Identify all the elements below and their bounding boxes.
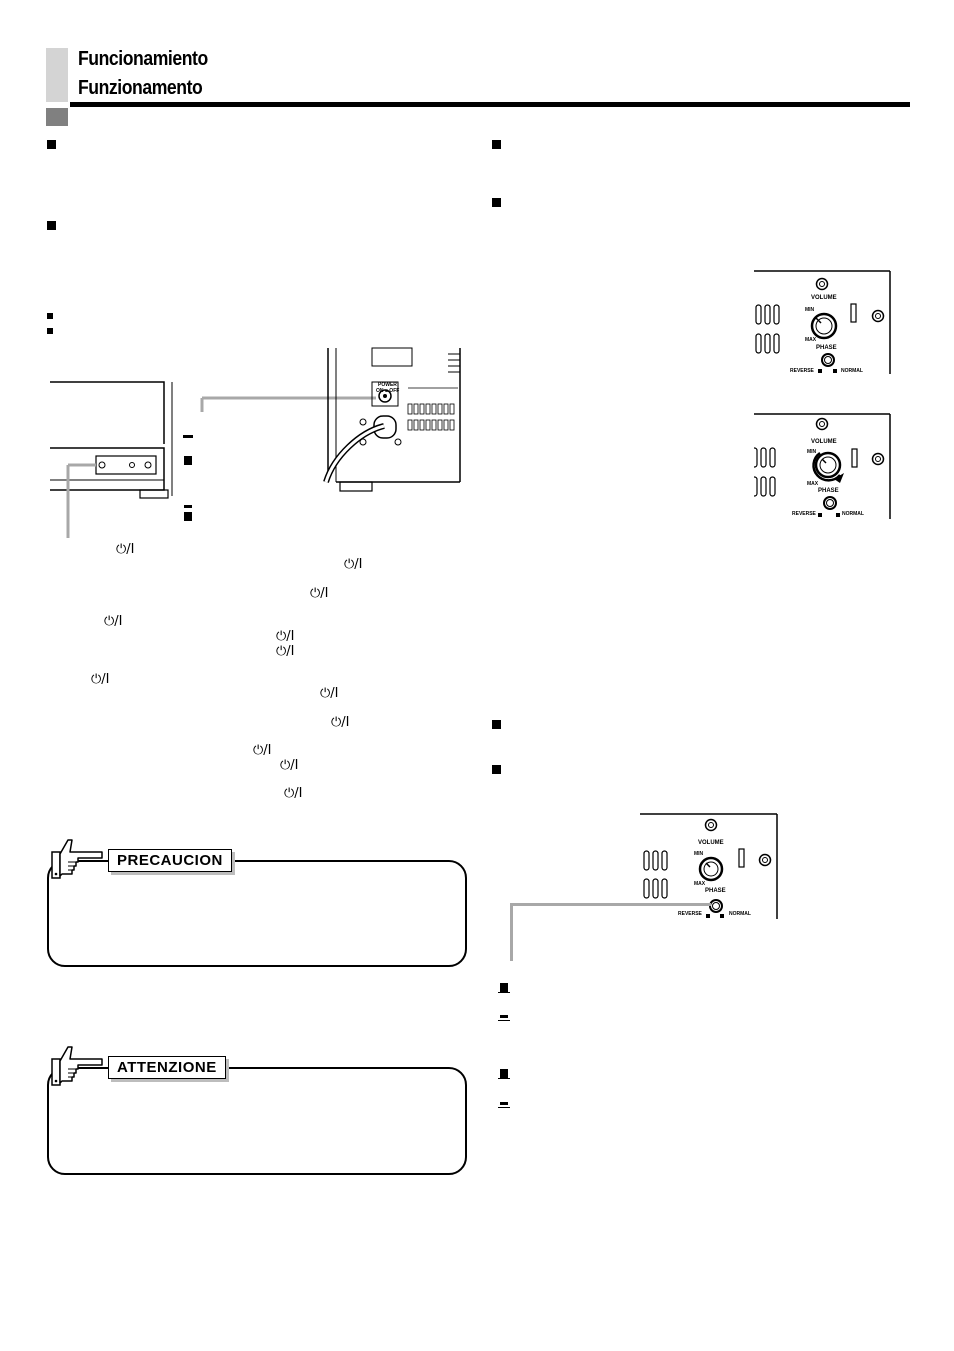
section-bullet (47, 313, 53, 319)
page-title-es: Funcionamiento (78, 48, 208, 70)
volume-panel-min: VOLUME MIN MAX PHASE REVERSE NORMAL (754, 270, 892, 376)
step-marker (498, 1078, 510, 1079)
step-marker (498, 1020, 510, 1021)
callout-line (511, 903, 711, 906)
pointing-hand-icon (51, 1046, 103, 1086)
step-marker (500, 1015, 508, 1018)
power-standby-icon: ⏻/I (320, 686, 339, 701)
phase-label: PHASE (816, 345, 837, 351)
step-marker (183, 435, 193, 438)
section-bullet (492, 140, 501, 149)
reverse-label: REVERSE (790, 368, 814, 374)
rear-power-label: POWER (378, 382, 397, 388)
max-label: MAX (807, 481, 819, 487)
volume-panel-turned: VOLUME MIN MAX PHASE REVERSE NORMAL (754, 413, 892, 521)
header-block-dark (46, 108, 68, 126)
step-marker (184, 456, 192, 465)
section-bullet (492, 765, 501, 774)
step-marker (184, 505, 192, 508)
normal-label: NORMAL (842, 511, 864, 517)
callout-line (510, 903, 513, 961)
attention-note-box (47, 1067, 467, 1175)
min-label: MIN (807, 449, 817, 455)
phase-panel: VOLUME MIN MAX PHASE REVERSE NORMAL (640, 813, 780, 923)
power-standby-icon: ⏻/I (91, 672, 110, 687)
section-bullet (492, 198, 501, 207)
step-marker (500, 1102, 508, 1105)
power-standby-icon: ⏻/I (310, 586, 329, 601)
header-rule (70, 102, 910, 107)
min-label: MIN (694, 851, 704, 857)
header-block-light (46, 48, 68, 102)
volume-label: VOLUME (811, 439, 837, 445)
phase-label: PHASE (818, 488, 839, 494)
power-standby-icon: ⏻/I (280, 758, 299, 773)
volume-label: VOLUME (811, 295, 837, 301)
section-bullet (47, 140, 56, 149)
power-standby-icon: ⏻/I (116, 542, 135, 557)
rear-on-off-label: ON ■ OFF (376, 388, 400, 394)
step-marker (498, 1107, 510, 1108)
power-standby-icon: ⏻/I (344, 557, 363, 572)
volume-label: VOLUME (698, 840, 724, 846)
normal-label: NORMAL (729, 911, 751, 917)
power-standby-icon: ⏻/I (253, 743, 272, 758)
reverse-label: REVERSE (792, 511, 816, 517)
step-marker (500, 1069, 508, 1078)
max-label: MAX (694, 881, 706, 887)
reverse-label: REVERSE (678, 911, 702, 917)
power-standby-icon: ⏻/I (104, 614, 123, 629)
max-label: MAX (805, 337, 817, 343)
rear-panel-illustration (200, 347, 461, 492)
normal-label: NORMAL (841, 368, 863, 374)
step-marker (498, 992, 510, 993)
front-panel-illustration (50, 381, 173, 538)
power-standby-icon: ⏻/I (276, 644, 295, 659)
min-label: MIN (805, 307, 815, 313)
phase-label: PHASE (705, 888, 726, 894)
section-bullet (47, 221, 56, 230)
precaution-note-box (47, 860, 467, 967)
power-standby-icon: ⏻/I (284, 786, 303, 801)
attention-label: ATTENZIONE (108, 1056, 226, 1079)
power-standby-icon: ⏻/I (331, 715, 350, 730)
step-marker (184, 512, 192, 521)
precaution-label: PRECAUCION (108, 849, 232, 872)
section-bullet (47, 328, 53, 334)
section-bullet (492, 720, 501, 729)
pointing-hand-icon (51, 839, 103, 879)
step-marker (500, 983, 508, 992)
page-title-it: Funzionamento (78, 77, 203, 99)
power-standby-icon: ⏻/I (276, 629, 295, 644)
